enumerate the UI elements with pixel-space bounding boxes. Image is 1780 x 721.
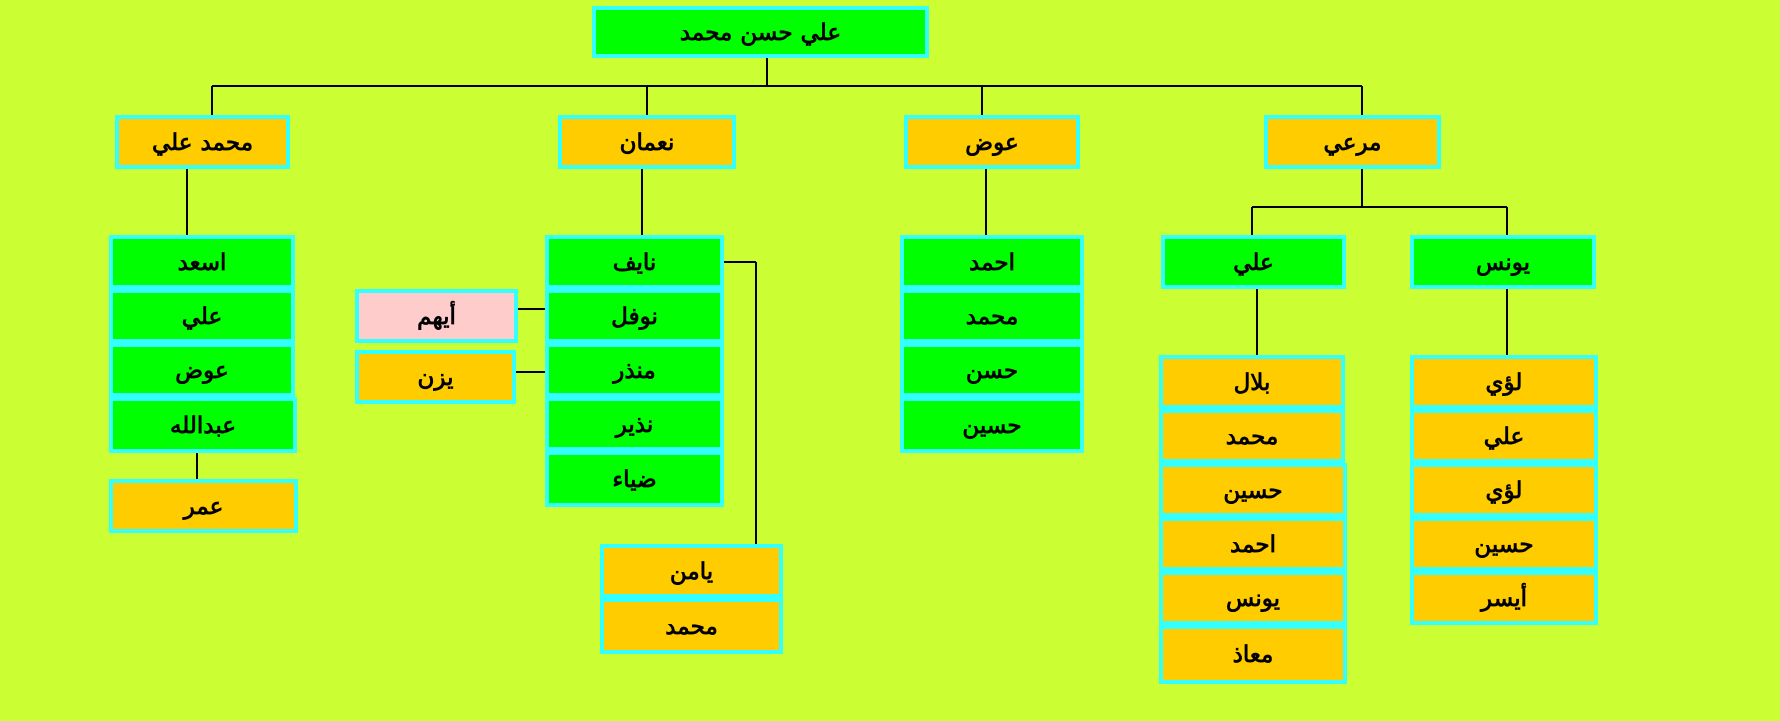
ali-child-5: يونس	[1159, 571, 1347, 625]
node-awad: عوض	[904, 115, 1080, 169]
node-numan: نعمان	[558, 115, 736, 169]
younes-child-4: حسين	[1410, 517, 1598, 571]
munther-child: يزن	[355, 350, 516, 404]
root-node: علي حسن محمد	[592, 6, 929, 58]
numan-child-3: منذر	[545, 343, 724, 397]
younes-child-3: لؤي	[1410, 463, 1598, 517]
numan-child-4: نذير	[545, 397, 724, 451]
awad-child-2: محمد	[900, 289, 1084, 343]
ali-child-2: محمد	[1159, 409, 1345, 463]
muhammad-ali-child-3: عوض	[109, 343, 295, 397]
younes-child-2: علي	[1410, 409, 1598, 463]
muhammad-ali-child-2: علي	[109, 289, 295, 343]
ali-child-3: حسين	[1159, 463, 1347, 517]
node-muhammad-ali: محمد علي	[115, 115, 290, 169]
node-ali: علي	[1161, 235, 1346, 289]
numan-child-1: نايف	[545, 235, 724, 289]
muhammad-ali-child-4: عبدالله	[109, 397, 297, 453]
awad-child-1: احمد	[900, 235, 1084, 289]
awad-child-4: حسين	[900, 397, 1084, 453]
node-younes: يونس	[1410, 235, 1596, 289]
numan-child-5: ضياء	[545, 451, 724, 507]
ali-child-1: بلال	[1159, 355, 1345, 409]
nawfal-child: أيهم	[355, 289, 518, 343]
nayef-child-2: محمد	[600, 598, 783, 654]
ali-child-6: معاذ	[1159, 625, 1347, 684]
nayef-child-1: يامن	[600, 544, 783, 598]
muhammad-ali-child-1: اسعد	[109, 235, 295, 289]
younes-child-1: لؤي	[1410, 355, 1598, 409]
abdullah-child: عمر	[109, 479, 298, 533]
numan-child-2: نوفل	[545, 289, 724, 343]
awad-child-3: حسن	[900, 343, 1084, 397]
ali-child-4: احمد	[1159, 517, 1347, 571]
younes-child-5: أيسر	[1410, 571, 1598, 625]
node-marai: مرعي	[1264, 115, 1441, 169]
